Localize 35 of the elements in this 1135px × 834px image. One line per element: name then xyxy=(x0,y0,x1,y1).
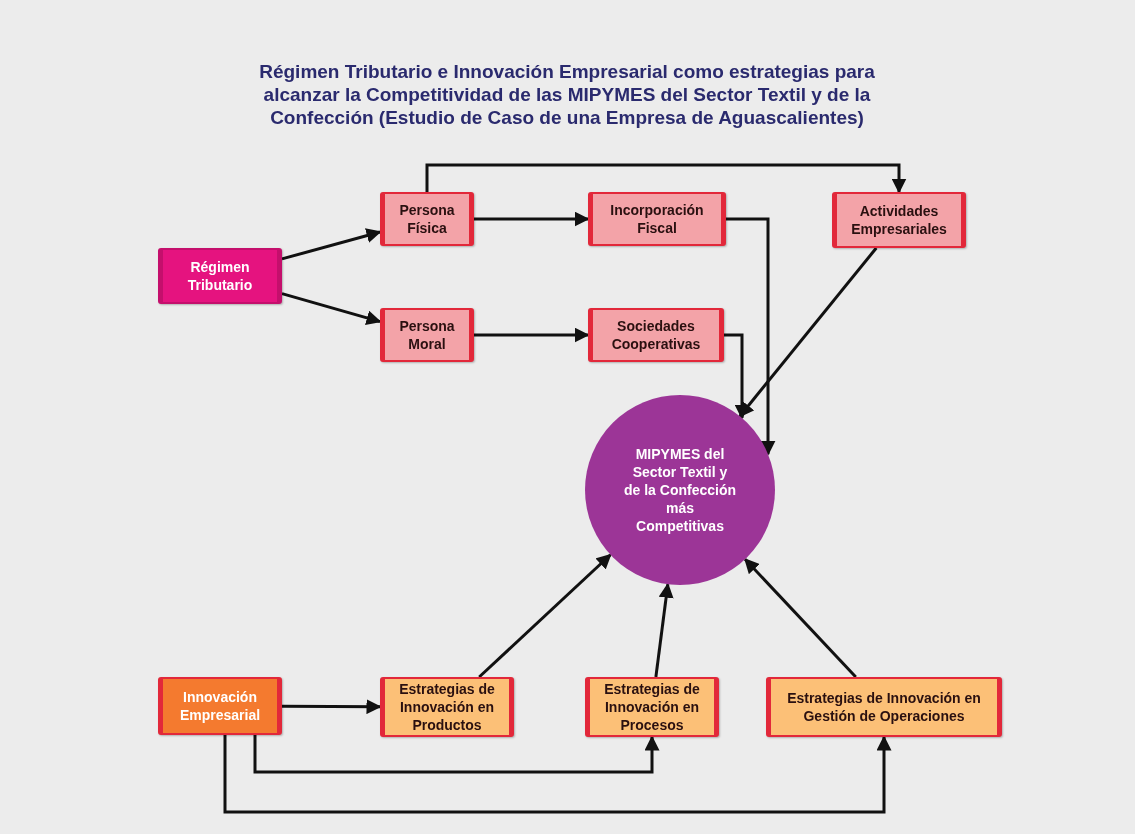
process-box xyxy=(158,248,282,304)
arrow xyxy=(726,217,776,456)
box-label: Persona Física xyxy=(398,201,456,237)
box-label: Régimen Tributario xyxy=(186,258,254,294)
box-label: Estrategias de Innovación en Procesos xyxy=(603,680,701,734)
arrow xyxy=(654,582,674,678)
arrow xyxy=(281,292,382,326)
arrow xyxy=(738,247,878,418)
arrow xyxy=(425,163,907,194)
arrow xyxy=(474,327,590,343)
arrow xyxy=(743,558,857,679)
box-label: Estrategias de Innovación en Gestión de Operaciones xyxy=(786,689,982,725)
arrow xyxy=(474,211,590,227)
process-box xyxy=(832,192,966,248)
process-box xyxy=(380,192,474,246)
arrow xyxy=(282,699,382,715)
process-box xyxy=(588,308,724,362)
box-label: MIPYMES del Sector Textil y de la Confección más Competitivas xyxy=(623,445,737,535)
process-box xyxy=(158,677,282,735)
box-label: Actividades Empresariales xyxy=(850,202,948,238)
box-label: Estrategias de Innovación en Productos xyxy=(398,680,496,734)
box-label: Innovación Empresarial xyxy=(178,688,262,724)
arrow xyxy=(478,553,612,679)
arrow xyxy=(223,735,892,814)
diagram-title: Régimen Tributario e Innovación Empresarial como estrategias para alcanzar la Competitividad de las MIPYMES del Sector Textil y de la Confección (Estudio de Caso de una Empresa de Aguascalientes) xyxy=(258,60,876,129)
process-box xyxy=(766,677,1002,737)
process-box xyxy=(380,677,514,737)
box-label: Persona Moral xyxy=(398,317,456,353)
box-label: Sociedades Cooperativas xyxy=(610,317,702,353)
arrow xyxy=(253,735,660,774)
process-box xyxy=(588,192,726,246)
process-box xyxy=(380,308,474,362)
process-box xyxy=(585,677,719,737)
arrow xyxy=(281,228,382,261)
box-label: Incorporación Fiscal xyxy=(609,201,705,237)
